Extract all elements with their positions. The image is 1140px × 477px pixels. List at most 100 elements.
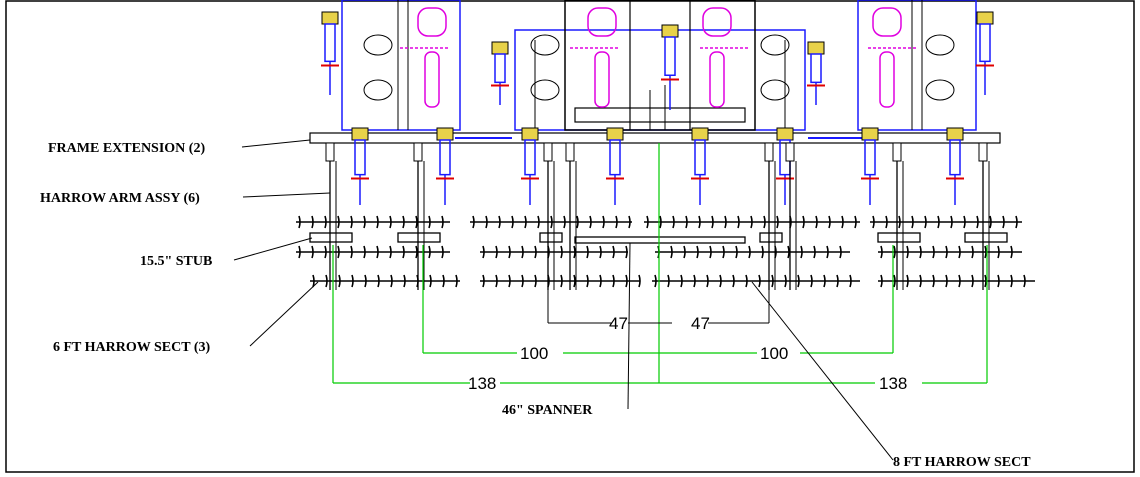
cylinder-barrel [979, 23, 991, 63]
tine [784, 274, 787, 288]
hydraulic-cylinder [606, 127, 624, 205]
hydraulic-cylinder [521, 127, 539, 205]
tine [482, 245, 485, 259]
tine [919, 274, 922, 288]
tine [534, 245, 537, 259]
tine [737, 215, 740, 229]
tine [719, 274, 722, 288]
hydraulic-cylinder [351, 127, 369, 205]
tine [403, 274, 406, 288]
tine [442, 274, 445, 288]
tine [724, 215, 727, 229]
tine [787, 245, 790, 259]
tine [976, 215, 979, 229]
tine [763, 215, 766, 229]
tine [823, 274, 826, 288]
arm-pivot [565, 142, 575, 162]
tine [685, 215, 688, 229]
machine-frame [341, 0, 977, 131]
hydraulic-cylinders [321, 11, 994, 205]
tine [802, 215, 805, 229]
tine [761, 245, 764, 259]
tine [958, 245, 961, 259]
tine [615, 215, 618, 229]
cylinder-barrel [664, 36, 676, 76]
tine [950, 215, 953, 229]
tine [363, 245, 366, 259]
tine [937, 215, 940, 229]
tine [589, 215, 592, 229]
tine [989, 215, 992, 229]
drawing-border [5, 0, 1135, 473]
tine [646, 215, 649, 229]
dimension-lines [332, 143, 988, 384]
arm-pivot [785, 142, 795, 162]
tine [789, 215, 792, 229]
harrow-tine-row [652, 274, 860, 288]
cylinder-cap [776, 127, 794, 141]
cylinder-cap [807, 41, 825, 55]
tine [560, 274, 563, 288]
tine [906, 274, 909, 288]
callout-spanner: 46" SPANNER [502, 403, 593, 418]
tine [670, 245, 673, 259]
tine [854, 215, 857, 229]
tine [534, 274, 537, 288]
tine [672, 215, 675, 229]
harrow-tine-row [470, 215, 632, 229]
harrow-tine-row [878, 245, 1022, 259]
tine [508, 274, 511, 288]
tine [337, 215, 340, 229]
tine [815, 215, 818, 229]
tine [810, 274, 813, 288]
harrow-tine-row [296, 215, 450, 229]
hydraulic-cylinder [861, 127, 879, 205]
callout-six-ft-harrow: 6 FT HARROW SECT (3) [53, 340, 210, 355]
spanner-bar [574, 236, 746, 244]
hydraulic-cylinder [661, 24, 679, 110]
arm-pivot [978, 142, 988, 162]
tine [599, 245, 602, 259]
tine [1010, 245, 1013, 259]
arm-pivot [543, 142, 553, 162]
cylinder-cap [436, 127, 454, 141]
tine [696, 245, 699, 259]
tine [880, 274, 883, 288]
tine [693, 274, 696, 288]
tine [709, 245, 712, 259]
tine [599, 274, 602, 288]
stubs [309, 232, 1008, 243]
cylinder-barrel [694, 139, 706, 176]
tine [338, 274, 341, 288]
tine [893, 274, 896, 288]
tine [758, 274, 761, 288]
harrow-arms [325, 142, 990, 290]
tine [350, 215, 353, 229]
tine [732, 274, 735, 288]
tine [813, 245, 816, 259]
tine [984, 274, 987, 288]
tine [325, 274, 328, 288]
tine [485, 215, 488, 229]
cylinder-cap [861, 127, 879, 141]
tine [508, 245, 511, 259]
tine [654, 274, 657, 288]
cylinder-barrel [494, 53, 506, 84]
tine [698, 215, 701, 229]
tine [402, 245, 405, 259]
tine [1010, 274, 1013, 288]
tine [573, 245, 576, 259]
harrow-sections [296, 215, 1035, 288]
hydraulic-cylinder [491, 41, 509, 105]
tine [498, 215, 501, 229]
tine [482, 274, 485, 288]
tine [906, 245, 909, 259]
cylinder-cap [606, 127, 624, 141]
tine [429, 274, 432, 288]
arm-pivot [764, 142, 774, 162]
tine [932, 274, 935, 288]
tine [625, 245, 628, 259]
tine [364, 274, 367, 288]
tine [311, 245, 314, 259]
tine [885, 215, 888, 229]
